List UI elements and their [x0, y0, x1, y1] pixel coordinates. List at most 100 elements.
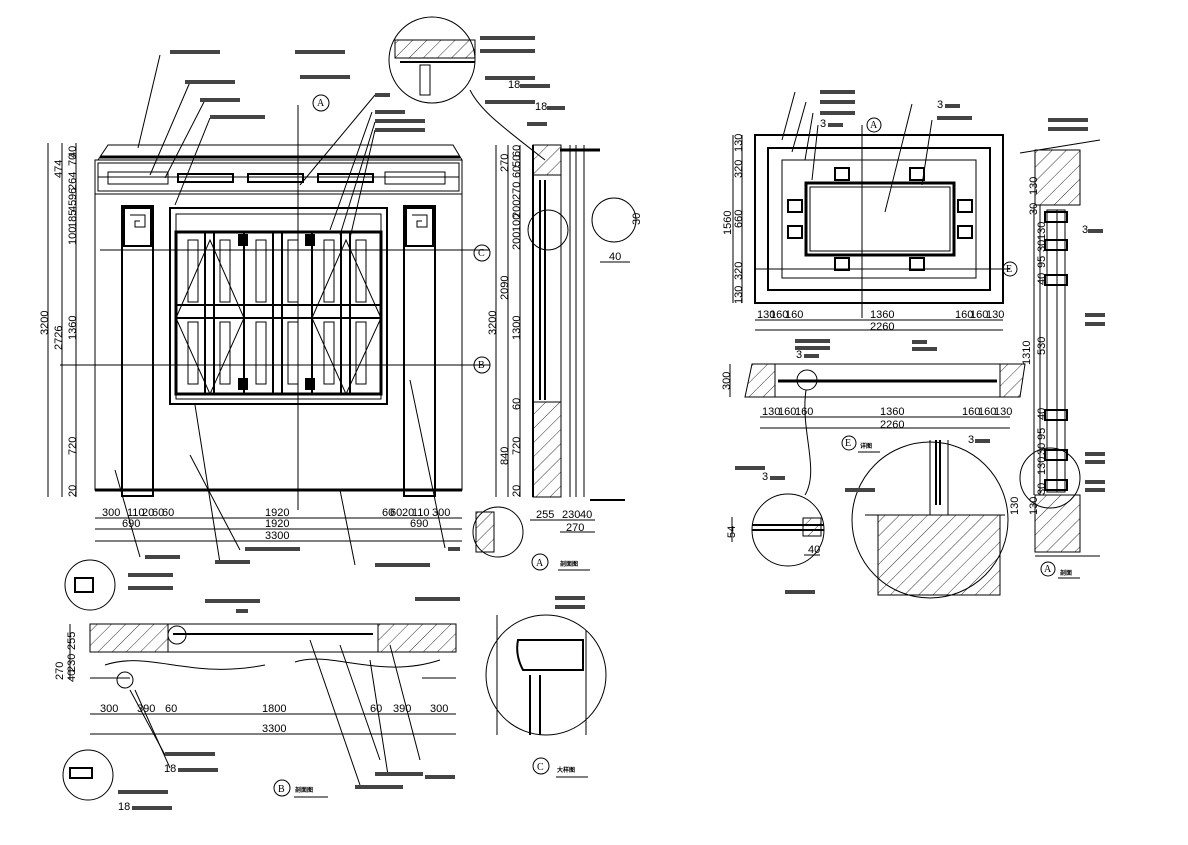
svg-text:2726: 2726: [53, 326, 65, 350]
svg-text:130: 130: [1028, 497, 1040, 515]
svg-text:3200: 3200: [487, 311, 499, 335]
cornice-fretwork: [98, 171, 459, 185]
svg-text:50: 50: [511, 155, 523, 167]
svg-text:60: 60: [390, 507, 402, 519]
svg-text:1360: 1360: [67, 316, 79, 340]
svg-text:660: 660: [733, 210, 745, 228]
svg-text:1920: 1920: [265, 518, 289, 530]
svg-text:18: 18: [118, 801, 130, 813]
svg-text:18: 18: [508, 79, 520, 91]
detail-c: C 大样图: [485, 596, 607, 778]
svg-text:230: 230: [562, 509, 580, 521]
svg-text:C: C: [478, 248, 485, 259]
section-a: 3200 270 2090 840 60 50 60 270 200 100 2…: [472, 144, 643, 571]
svg-text:100: 100: [67, 227, 79, 245]
svg-text:270: 270: [499, 154, 511, 172]
svg-text:1920: 1920: [265, 507, 289, 519]
svg-text:20: 20: [511, 485, 523, 497]
svg-text:185: 185: [67, 210, 79, 228]
svg-text:840: 840: [499, 447, 511, 465]
svg-text:60: 60: [382, 507, 394, 519]
svg-text:1800: 1800: [262, 703, 286, 715]
svg-text:95: 95: [1036, 428, 1048, 440]
svg-text:100: 100: [511, 214, 523, 232]
svg-text:40: 40: [66, 670, 78, 682]
svg-text:110: 110: [127, 507, 145, 519]
svg-text:110: 110: [412, 507, 430, 519]
plan-section: 300 130 160 160 1360 160 160 130 2260 3: [721, 339, 1026, 496]
svg-text:剖面图: 剖面图: [560, 560, 578, 568]
svg-text:3: 3: [796, 349, 802, 361]
svg-text:130: 130: [757, 309, 775, 321]
svg-text:3: 3: [762, 471, 768, 483]
svg-text:255: 255: [536, 509, 554, 521]
svg-text:18: 18: [164, 763, 176, 775]
right-section: 30 130 30 95 40 530 40 95 30 130 30 130 …: [1019, 118, 1105, 579]
svg-text:A: A: [536, 558, 544, 569]
svg-text:160: 160: [795, 406, 813, 418]
svg-text:60: 60: [162, 507, 174, 519]
svg-text:255: 255: [66, 632, 78, 650]
svg-text:300: 300: [102, 507, 120, 519]
svg-text:264: 264: [67, 172, 79, 190]
svg-text:130: 130: [986, 309, 1004, 321]
svg-text:300: 300: [721, 372, 733, 390]
svg-text:200: 200: [511, 200, 523, 218]
svg-text:B: B: [278, 784, 285, 795]
svg-text:720: 720: [511, 437, 523, 455]
svg-text:1310: 1310: [1021, 341, 1033, 365]
svg-text:3: 3: [820, 118, 826, 130]
svg-text:E: E: [845, 438, 851, 449]
section-marker-b: B: [473, 356, 491, 374]
svg-text:40: 40: [67, 146, 79, 158]
svg-text:60: 60: [370, 703, 382, 715]
svg-text:160: 160: [978, 406, 996, 418]
svg-text:54: 54: [726, 526, 738, 538]
section-marker-c: C: [473, 244, 491, 262]
svg-text:270: 270: [566, 522, 584, 534]
svg-text:60: 60: [165, 703, 177, 715]
svg-text:95: 95: [1036, 256, 1048, 268]
ceiling-plan: A E 3 3 1560 130 320 660 320 130 130 160…: [722, 90, 1018, 333]
svg-text:60: 60: [511, 166, 523, 178]
svg-text:C: C: [537, 762, 544, 773]
svg-text:130: 130: [1009, 497, 1021, 515]
svg-text:690: 690: [410, 518, 428, 530]
svg-text:60: 60: [511, 145, 523, 157]
svg-text:40: 40: [1036, 408, 1048, 420]
section-marker-a: A: [312, 94, 330, 112]
svg-text:45: 45: [67, 200, 79, 212]
detail-e: 54 40 3 E 详图 3 130: [726, 434, 1021, 599]
svg-text:690: 690: [122, 518, 140, 530]
svg-text:3: 3: [1082, 224, 1088, 236]
svg-text:130: 130: [1036, 457, 1048, 475]
svg-text:60: 60: [511, 398, 523, 410]
svg-text:160: 160: [778, 406, 796, 418]
svg-text:160: 160: [962, 406, 980, 418]
svg-text:300: 300: [432, 507, 450, 519]
svg-text:130: 130: [1028, 177, 1040, 195]
svg-text:60: 60: [152, 507, 164, 519]
svg-text:40: 40: [580, 509, 592, 521]
svg-text:剖面图: 剖面图: [295, 786, 313, 794]
svg-text:160: 160: [785, 309, 803, 321]
svg-text:2090: 2090: [499, 276, 511, 300]
svg-text:A: A: [1044, 564, 1052, 575]
svg-text:1560: 1560: [722, 211, 734, 235]
svg-text:20: 20: [142, 507, 154, 519]
svg-text:30: 30: [1036, 443, 1048, 455]
svg-text:剖面: 剖面: [1060, 569, 1072, 577]
svg-text:160: 160: [955, 309, 973, 321]
svg-text:474: 474: [53, 160, 65, 178]
svg-text:720: 720: [67, 437, 79, 455]
svg-text:530: 530: [1036, 337, 1048, 355]
svg-text:70: 70: [67, 154, 79, 166]
svg-text:300: 300: [430, 703, 448, 715]
svg-text:1360: 1360: [880, 406, 904, 418]
svg-text:3300: 3300: [265, 530, 289, 542]
svg-text:270: 270: [511, 182, 523, 200]
svg-text:390: 390: [393, 703, 411, 715]
svg-text:3300: 3300: [262, 723, 286, 735]
svg-text:160: 160: [770, 309, 788, 321]
